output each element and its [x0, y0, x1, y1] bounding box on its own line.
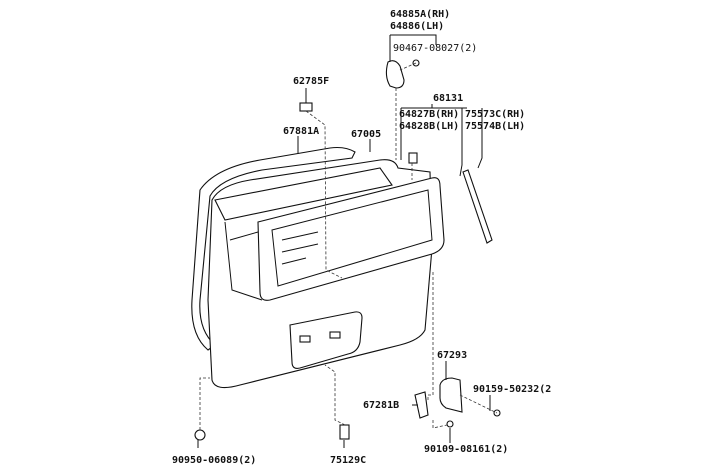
label-hinge-rh: 64885A(RH): [390, 9, 450, 20]
label-weatherstrip: 67881A: [283, 126, 319, 137]
license-lamp-left: [299, 335, 311, 343]
label-plug: 90950-06089(2): [172, 455, 256, 466]
label-garnish-rh: 64827B(RH): [399, 109, 459, 120]
weatherstrip-part[interactable]: [191, 146, 356, 351]
window-glass: [271, 189, 433, 287]
guide-lines: [199, 62, 498, 430]
leader-lines: [197, 34, 491, 448]
label-striker: 67281B: [363, 400, 399, 411]
panel-inner-line: [224, 221, 263, 301]
label-garnish-group: 68131: [433, 93, 463, 104]
label-molding-rh: 75573C(RH): [465, 109, 525, 120]
license-lamp-right: [329, 331, 341, 339]
hinge-part[interactable]: [385, 60, 405, 89]
label-lock-assy: 67293: [437, 350, 467, 361]
label-back-door-panel: 67005: [351, 129, 381, 140]
label-hinge-bolt: 90467-08027(2): [393, 43, 477, 54]
clip-part[interactable]: [299, 102, 313, 112]
label-cushion: 75129C: [330, 455, 366, 466]
striker-bolt-part[interactable]: [446, 420, 454, 428]
license-recess-part: [289, 311, 363, 369]
plug-part[interactable]: [194, 429, 206, 441]
label-clip: 62785F: [293, 76, 329, 87]
label-lock-bolt: 90159-50232(2: [473, 384, 551, 395]
window-frame-part[interactable]: [257, 177, 445, 301]
label-garnish-lh: 64828B(LH): [399, 121, 459, 132]
label-molding-lh: 75574B(LH): [465, 121, 525, 132]
cushion-part[interactable]: [339, 424, 350, 440]
garnish-part[interactable]: [408, 152, 418, 164]
label-hinge-lh: 64886(LH): [390, 21, 444, 32]
glass-reflection: [281, 231, 319, 265]
lock-assy-part[interactable]: [439, 377, 463, 413]
striker-part[interactable]: [414, 391, 429, 419]
side-molding-part[interactable]: [462, 169, 493, 244]
label-striker-bolt: 90109-08161(2): [424, 444, 508, 455]
